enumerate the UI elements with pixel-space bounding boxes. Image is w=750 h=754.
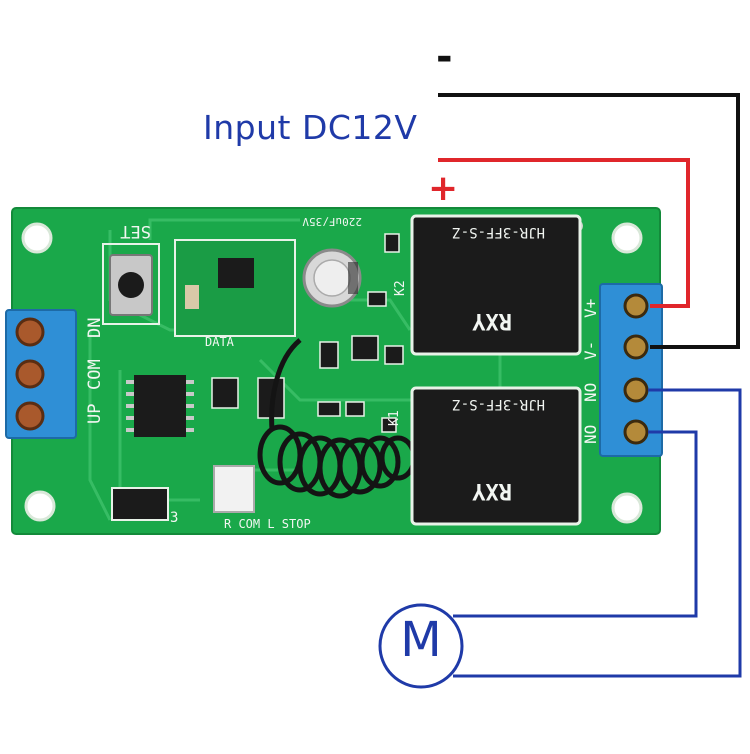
relay-k2-model: HJR-3FF-S-Z bbox=[452, 224, 545, 240]
rf-chip bbox=[218, 258, 254, 288]
relay-k1-brand: RXY bbox=[472, 478, 512, 503]
positive-wire bbox=[438, 158, 690, 308]
right-terminal-block bbox=[599, 283, 663, 457]
ic-chip bbox=[134, 375, 186, 437]
negative-symbol: - bbox=[436, 34, 453, 80]
left-terminal-labels: DN COM UP bbox=[85, 318, 105, 424]
right-label-vminus: V- bbox=[581, 341, 600, 360]
mount-hole-bottom-left bbox=[24, 490, 56, 522]
right-terminal-screws bbox=[623, 293, 649, 445]
right-terminal-labels: V+ V- NO NO bbox=[581, 299, 600, 444]
right-label-no1: NO bbox=[581, 383, 600, 402]
input-voltage-label: Input DC12V bbox=[203, 108, 418, 147]
antenna-coil bbox=[257, 338, 417, 499]
relay-k2 bbox=[410, 214, 582, 356]
negative-wire bbox=[438, 93, 740, 349]
mount-hole-top-left bbox=[21, 222, 53, 254]
relay-k1-model: HJR-3FF-S-Z bbox=[452, 396, 545, 412]
left-label-com: COM bbox=[85, 359, 105, 390]
right-label-vplus: V+ bbox=[581, 299, 600, 318]
relay-k2-brand: RXY bbox=[472, 308, 512, 333]
bottom-connector-label: R COM L STOP bbox=[224, 517, 311, 531]
set-button-cap bbox=[118, 272, 144, 298]
capacitor-top bbox=[313, 259, 351, 297]
left-label-dn: DN bbox=[85, 318, 105, 338]
motor-label: M bbox=[400, 612, 442, 668]
ic-pins bbox=[126, 380, 194, 432]
bottom-connector bbox=[213, 465, 255, 513]
left-terminal-screws bbox=[15, 317, 45, 431]
relay-k1-label: K1 bbox=[387, 410, 402, 426]
right-label-no2: NO bbox=[581, 425, 600, 444]
motor-wire-inner bbox=[453, 430, 698, 618]
data-label: DATA bbox=[205, 335, 235, 349]
motor-wire-outer bbox=[453, 388, 742, 678]
relay-k1 bbox=[410, 386, 582, 526]
jumper-label: 3 bbox=[170, 510, 178, 526]
jumper bbox=[111, 487, 169, 521]
mount-hole-bottom-right bbox=[611, 492, 643, 524]
left-label-up: UP bbox=[85, 404, 105, 424]
motor-circle bbox=[378, 603, 464, 689]
mount-hole-top-right bbox=[611, 222, 643, 254]
capacitor-stripe bbox=[348, 262, 358, 294]
relay-k2-label: K2 bbox=[393, 280, 408, 296]
positive-symbol: + bbox=[428, 168, 459, 209]
capacitor-label: 220uF/35V bbox=[302, 215, 362, 228]
set-button-outline bbox=[102, 243, 160, 325]
smd-components bbox=[211, 233, 404, 433]
set-label: SET bbox=[120, 221, 151, 241]
rf-crystal bbox=[185, 285, 199, 309]
